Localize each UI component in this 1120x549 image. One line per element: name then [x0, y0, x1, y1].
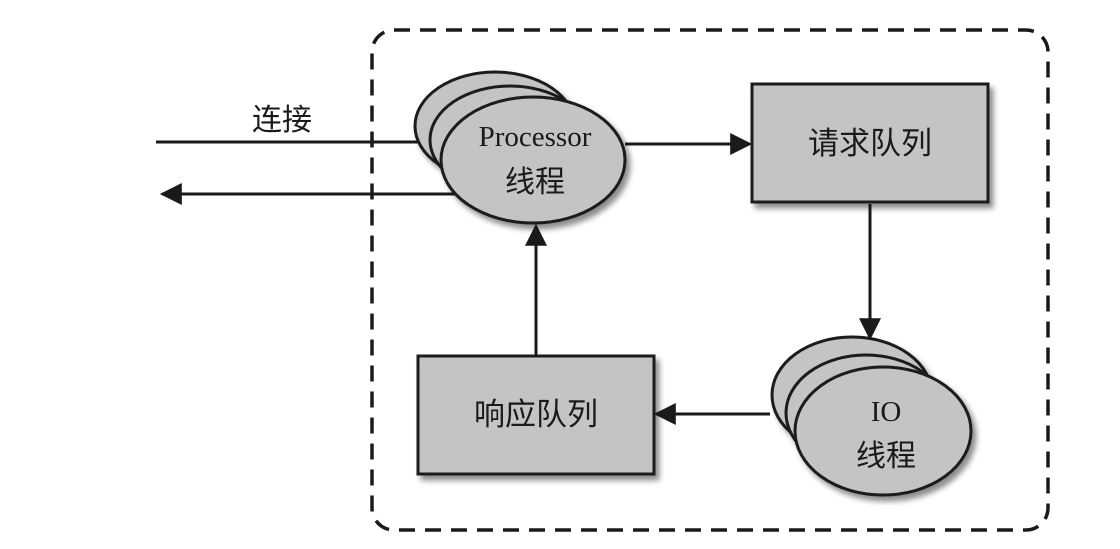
- response-queue-label: 响应队列: [474, 397, 598, 433]
- server-boundary: [370, 28, 1050, 532]
- io-thread-label-line2: 线程: [856, 439, 916, 474]
- io-thread-stack: [770, 335, 973, 497]
- processor-thread-label-line1: Processor: [479, 121, 592, 153]
- processor-thread-stack: [413, 70, 627, 225]
- request-queue-box: [750, 82, 990, 204]
- request-queue-label: 请求队列: [808, 126, 932, 162]
- connection-label: 连接: [252, 103, 312, 138]
- processor-thread-label-line2: 线程: [505, 165, 565, 200]
- io-thread-label-line1: IO: [871, 396, 902, 428]
- processor-thread-ellipse-front: [439, 95, 627, 225]
- io-thread-ellipse-front: [793, 365, 973, 497]
